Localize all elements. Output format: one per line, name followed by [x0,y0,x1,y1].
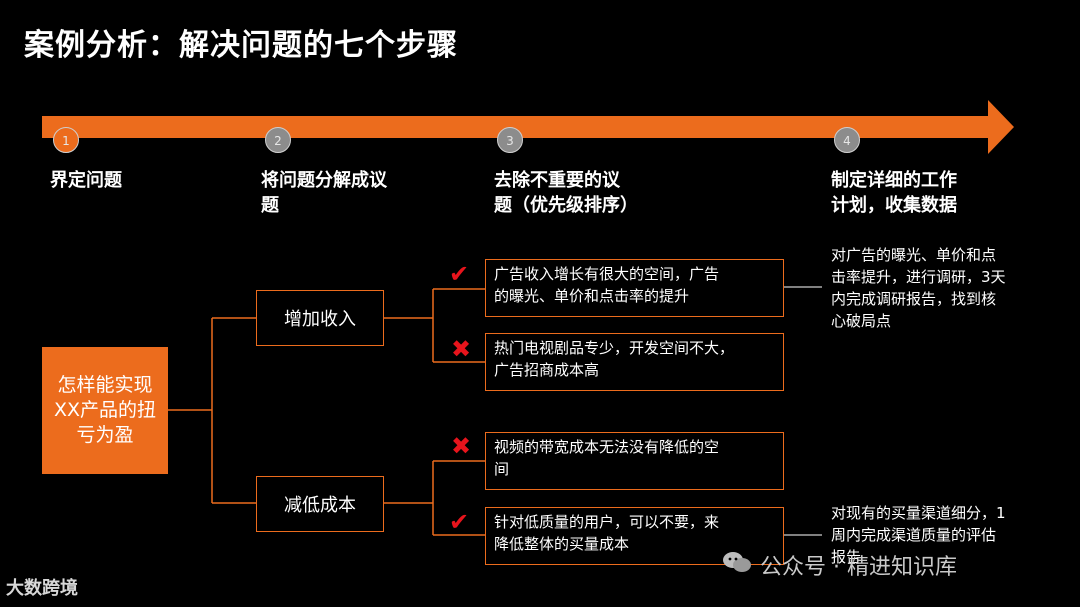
step-number-1: 1 [53,127,79,153]
leaf-bandwidth-cost: 视频的带宽成本无法没有降低的空 间 [485,432,784,490]
root-question-text: 怎样能实现 XX产品的扭 亏为盈 [53,374,157,446]
branch-reduce-cost: 减低成本 [256,476,384,532]
leaf-low-quality-users: 针对低质量的用户，可以不要，来 降低整体的买量成本 [485,507,784,565]
plan-note-ad: 对广告的曝光、单价和点 击率提升，进行调研，3天 内完成调研报告，找到核 心破局… [831,246,1006,330]
page-title: 案例分析：解决问题的七个步骤 [24,28,458,63]
step-label-3: 去除不重要的议 题（优先级排序） [494,170,638,216]
cross-icon: ✖ [451,432,472,460]
cross-icon: ✖ [451,335,472,363]
step-number-3: 3 [497,127,523,153]
timeline-arrow [42,100,1014,154]
step-number-4: 4 [834,127,860,153]
plan-note-channel: 对现有的买量渠道细分，1 周内完成渠道质量的评估 报告 [831,504,1006,566]
step-label-4: 制定详细的工作 计划，收集数据 [831,170,957,216]
leaf-drama-content: 热门电视剧品专少，开发空间不大， 广告招商成本高 [485,333,784,391]
wechat-icon [723,552,751,572]
branch-increase-revenue: 增加收入 [256,290,384,346]
brand-logo-text: 大数跨境 [6,578,78,599]
step-label-1: 界定问题 [50,170,122,191]
step-label-2: 将问题分解成议 题 [261,170,387,216]
check-icon: ✔ [449,260,470,288]
leaf-ad-revenue: 广告收入增长有很大的空间，广告 的曝光、单价和点击率的提升 [485,259,784,317]
check-icon: ✔ [449,508,470,536]
tree-connectors [168,288,485,536]
note-connectors [784,286,822,536]
watermark-text: 公众号 · 精进知识库 [760,555,957,580]
step-number-2: 2 [265,127,291,153]
root-question-box: 怎样能实现 XX产品的扭 亏为盈 [42,347,168,474]
